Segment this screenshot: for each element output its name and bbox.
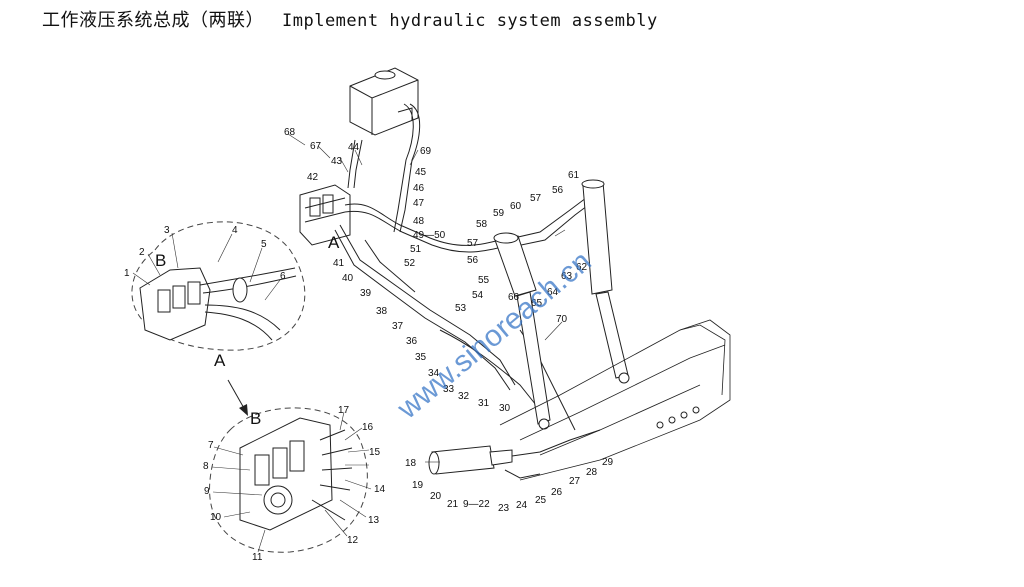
callout-42: 42 — [307, 172, 319, 183]
callout-64: 64 — [547, 287, 559, 298]
tank-hoses — [347, 103, 421, 233]
callout-56-right: 56 — [552, 185, 564, 196]
callout-59: 59 — [493, 208, 505, 219]
callout-9-22: 9—22 — [463, 499, 490, 510]
callout-36: 36 — [406, 336, 418, 347]
callout-63: 63 — [561, 271, 573, 282]
callout-5: 5 — [261, 239, 267, 250]
callout-2: 2 — [139, 247, 145, 258]
watermark: www.sinoreach.cn — [391, 245, 598, 426]
callout-3: 3 — [164, 225, 170, 236]
callout-53: 53 — [455, 303, 467, 314]
callout-31: 31 — [478, 398, 490, 409]
view-label-b-top: B — [155, 251, 166, 270]
callout-10: 10 — [210, 512, 222, 523]
callout-15: 15 — [369, 447, 381, 458]
callout-47: 47 — [413, 198, 425, 209]
callout-28: 28 — [586, 467, 598, 478]
right-cylinder — [581, 179, 630, 384]
callout-46: 46 — [413, 183, 425, 194]
callout-9: 9 — [204, 486, 210, 497]
left-cylinder — [493, 232, 551, 430]
view-label-b-bottom: B — [250, 409, 261, 428]
callout-30: 30 — [499, 403, 511, 414]
callout-16: 16 — [362, 422, 374, 433]
title-chinese: 工作液压系统总成（两联） — [42, 10, 264, 31]
callout-52: 52 — [404, 258, 416, 269]
callout-18: 18 — [405, 458, 417, 469]
callout-39: 39 — [360, 288, 372, 299]
view-arrow — [227, 379, 248, 416]
callout-70: 70 — [556, 314, 568, 325]
callout-54: 54 — [472, 290, 484, 301]
callout-23: 23 — [498, 503, 510, 514]
steering-cylinder — [428, 429, 601, 479]
detail-view-a — [131, 221, 306, 351]
callout-25: 25 — [535, 495, 547, 506]
callout-55: 55 — [478, 275, 490, 286]
main-valve — [299, 184, 351, 246]
callout-61: 61 — [568, 170, 580, 181]
callout-58: 58 — [476, 219, 488, 230]
view-label-a-main: A — [328, 233, 340, 252]
callout-1: 1 — [124, 268, 130, 279]
callout-8: 8 — [203, 461, 209, 472]
callout-66: 66 — [508, 292, 520, 303]
callout-56-left: 56 — [467, 255, 479, 266]
callout-41: 41 — [333, 258, 345, 269]
callout-19: 19 — [412, 480, 424, 491]
hydraulic-tank — [349, 67, 419, 136]
callout-57-right: 57 — [530, 193, 542, 204]
callout-65: 65 — [531, 298, 543, 309]
callout-29: 29 — [602, 457, 614, 468]
callout-24: 24 — [516, 500, 528, 511]
callout-14: 14 — [374, 484, 386, 495]
callout-numbers: 1 2 3 4 5 6 7 8 9 10 11 12 13 14 15 16 1… — [124, 127, 614, 563]
callout-7: 7 — [208, 440, 214, 451]
callout-62: 62 — [576, 262, 588, 273]
main-pipelines — [334, 194, 596, 431]
callout-69: 69 — [420, 146, 432, 157]
detail-view-b — [209, 407, 368, 553]
callout-68: 68 — [284, 127, 296, 138]
callout-33: 33 — [443, 384, 455, 395]
callout-48: 48 — [413, 216, 425, 227]
callout-6: 6 — [280, 271, 286, 282]
callout-34: 34 — [428, 368, 440, 379]
callout-49-50: 49—50 — [413, 230, 446, 241]
title-english: Implement hydraulic system assembly — [282, 11, 658, 31]
callout-67: 67 — [310, 141, 322, 152]
callout-43: 43 — [331, 156, 343, 167]
view-label-a: A — [214, 351, 226, 370]
diagram-title: 工作液压系统总成（两联） Implement hydraulic system a… — [42, 6, 658, 32]
callout-4: 4 — [232, 225, 238, 236]
leader-lines — [132, 133, 566, 553]
callout-40: 40 — [342, 273, 354, 284]
callout-51: 51 — [410, 244, 422, 255]
callout-27: 27 — [569, 476, 581, 487]
callout-57-left: 57 — [467, 238, 479, 249]
callout-60: 60 — [510, 201, 522, 212]
callout-45: 45 — [415, 167, 427, 178]
callout-21: 21 — [447, 499, 459, 510]
callout-26: 26 — [551, 487, 563, 498]
callout-38: 38 — [376, 306, 388, 317]
callout-37: 37 — [392, 321, 404, 332]
callout-11: 11 — [252, 552, 263, 563]
callout-12: 12 — [347, 535, 359, 546]
callout-35: 35 — [415, 352, 427, 363]
callout-13: 13 — [368, 515, 380, 526]
callout-32: 32 — [458, 391, 470, 402]
callout-20: 20 — [430, 491, 442, 502]
callout-44: 44 — [348, 142, 360, 153]
callout-17: 17 — [338, 405, 350, 416]
